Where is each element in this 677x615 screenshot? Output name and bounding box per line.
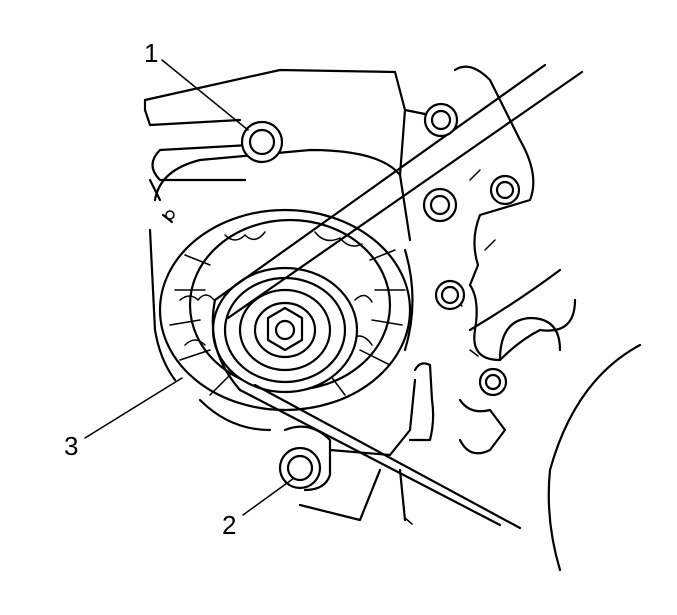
upper-bolt [240,120,284,164]
drive-belt [211,63,584,530]
bolts [240,102,521,492]
leader-lines [84,59,295,516]
callout-3: 3 [64,431,79,461]
generator-pulley [211,266,359,394]
lower-bolt [278,425,332,492]
leader-line-2 [242,477,295,516]
cooling-fan-blades [169,231,406,396]
generator-body [148,148,414,412]
engine-block [398,65,642,572]
callout-1: 1 [144,38,159,68]
leader-line-1 [161,59,249,131]
callout-2: 2 [222,510,237,540]
leader-line-3 [84,377,183,439]
